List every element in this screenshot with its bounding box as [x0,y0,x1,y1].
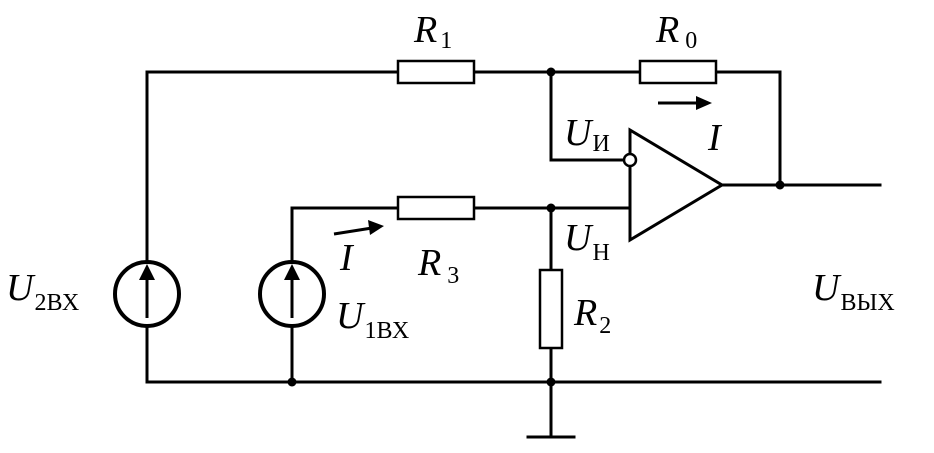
label-current-top: I [707,117,723,159]
current-arrow-top-icon [658,96,712,110]
op-amp-triangle [628,127,725,243]
label-u-inverting: UИ [564,112,610,157]
source-u1 [258,260,326,328]
junction-output [775,180,785,190]
junctions [287,67,785,387]
resistor-r2 [538,268,564,350]
junction-bottom-u1 [287,377,297,387]
resistor-r0 [638,59,718,85]
inverting-input-bubble [622,152,638,168]
junction-bottom-r2 [546,377,556,387]
current-arrow-bottom-icon [333,220,384,236]
source-u2 [113,260,181,328]
junction-top [546,67,556,77]
wire-inverting-input [549,70,626,162]
junction-middle [546,203,556,213]
source-u2-arrowhead-icon [139,264,155,280]
resistor-r3 [396,195,476,221]
source-u1-arrowhead-icon [284,264,300,280]
op-amp [622,127,725,243]
label-u-in1: U1ВХ [336,295,409,344]
label-r2: R2 [573,292,611,339]
label-u-out: UВЫХ [812,267,895,316]
resistor-r1 [396,59,476,85]
wire-top-rail [145,70,782,187]
wires [145,70,882,439]
label-u-noninverting: UН [564,217,610,266]
label-current-bottom: I [339,237,355,279]
label-u-in2: U2ВХ [6,267,79,316]
